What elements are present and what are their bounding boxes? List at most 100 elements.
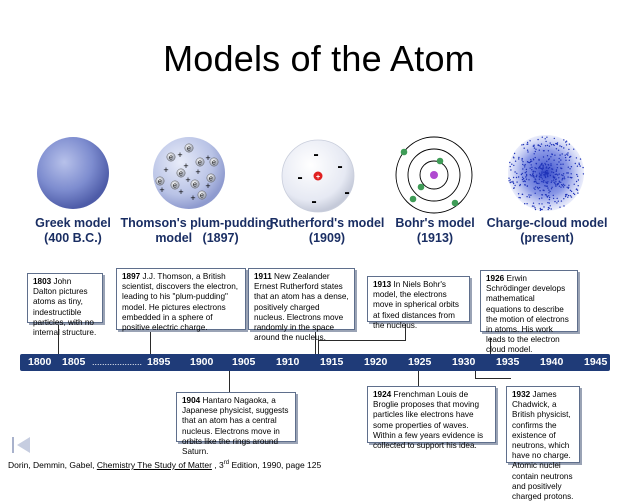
cloud-dot bbox=[539, 209, 542, 211]
cloud-dot bbox=[552, 197, 555, 200]
cloud-dot bbox=[542, 165, 544, 167]
cloud-dot bbox=[526, 149, 529, 151]
cloud-dot bbox=[548, 195, 550, 197]
cloud-dot bbox=[532, 172, 534, 174]
cloud-dot bbox=[553, 181, 555, 183]
greek-model-name: Greek model bbox=[35, 216, 111, 230]
cloud-dot bbox=[562, 183, 565, 185]
cloud-dot bbox=[561, 177, 564, 180]
rutherford-model-date: (1909) bbox=[308, 231, 346, 245]
cloud-dot bbox=[522, 168, 524, 170]
note-1803: 1803 John Dalton pictures atoms as tiny,… bbox=[27, 273, 103, 337]
cloud-dot bbox=[545, 166, 548, 168]
cloud-dot bbox=[556, 183, 559, 185]
cloud-dot bbox=[552, 194, 554, 197]
thomson-electron bbox=[206, 173, 216, 183]
cloud-dot bbox=[524, 203, 526, 205]
cloud-dot bbox=[521, 172, 523, 175]
thomson-model-label: Thomson's plum-pudding model (1897) bbox=[117, 216, 277, 246]
cloud-dot bbox=[541, 169, 544, 171]
cloud-dot bbox=[528, 196, 531, 198]
cloud-dot bbox=[545, 181, 547, 183]
timeline-tick: .................... bbox=[92, 357, 143, 367]
cloud-dot bbox=[549, 174, 552, 177]
thomson-electron-label: e bbox=[212, 160, 216, 167]
thomson-electron bbox=[190, 179, 200, 189]
note-1897-text: J.J. Thomson, a British scientist, disco… bbox=[122, 272, 239, 333]
cloud-dot bbox=[514, 184, 516, 187]
cloud-dot bbox=[518, 156, 520, 159]
cloud-dot bbox=[512, 176, 515, 179]
cloud-dot bbox=[557, 200, 559, 202]
cloud-dot bbox=[579, 165, 581, 167]
cloud-dot bbox=[558, 177, 560, 179]
citation-footer: Dorin, Demmin, Gabel, Chemistry The Stud… bbox=[8, 460, 321, 470]
thomson-electron-label: e bbox=[200, 193, 204, 200]
cloud-dot bbox=[529, 167, 531, 169]
cloud-dot bbox=[537, 138, 539, 141]
note-1932-text: James Chadwick, a British physicist, con… bbox=[512, 390, 574, 502]
cloud-dot bbox=[526, 143, 528, 145]
cloud-dot bbox=[568, 148, 570, 151]
cloud-dot bbox=[519, 197, 521, 199]
cloud-dot bbox=[541, 197, 543, 199]
cloud-dot bbox=[547, 164, 550, 166]
cloud-dot bbox=[543, 171, 545, 173]
cloud-dot bbox=[575, 180, 578, 183]
cloud-dot bbox=[550, 188, 553, 190]
rutherford-model-label: Rutherford's model (1909) bbox=[262, 216, 392, 246]
note-1803-year: 1803 bbox=[33, 277, 52, 286]
thomson-positive-charge: + bbox=[183, 161, 188, 171]
cloud-dot bbox=[541, 162, 543, 165]
citation-edition-sup: rd bbox=[223, 460, 230, 467]
cloud-dot bbox=[538, 149, 540, 151]
cloud-dot bbox=[547, 202, 549, 204]
cloud-dot bbox=[533, 187, 535, 189]
cloud-dot bbox=[522, 161, 524, 163]
note-1904-text: Hantaro Nagaoka, a Japanese physicist, s… bbox=[182, 396, 289, 457]
cloud-dot bbox=[511, 163, 513, 165]
cloud-dot bbox=[554, 176, 556, 178]
cloud-dot bbox=[565, 144, 568, 146]
cloud-dot bbox=[524, 164, 527, 166]
cloud-dot bbox=[557, 174, 559, 176]
cloud-dot bbox=[538, 186, 541, 189]
cloud-model-label: Charge-cloud model (present) bbox=[486, 216, 608, 246]
cloud-dot bbox=[551, 153, 553, 155]
cloud-dot bbox=[528, 194, 530, 196]
cloud-dot bbox=[546, 173, 548, 175]
cloud-dot bbox=[543, 150, 545, 152]
cloud-dot bbox=[561, 153, 563, 155]
thomson-electron-label: e bbox=[198, 160, 202, 167]
cloud-dot bbox=[570, 190, 573, 193]
bohr-model bbox=[395, 136, 473, 214]
cloud-dot bbox=[528, 179, 530, 181]
cloud-dot bbox=[553, 137, 555, 140]
cloud-dot bbox=[539, 167, 541, 169]
cloud-dot bbox=[563, 205, 565, 207]
timeline-bar bbox=[20, 354, 610, 371]
cloud-dot bbox=[570, 155, 572, 158]
cloud-dot bbox=[543, 179, 545, 182]
cloud-dot bbox=[560, 163, 562, 165]
cloud-dot bbox=[514, 160, 517, 162]
cloud-dot bbox=[538, 178, 541, 180]
cloud-dot bbox=[560, 186, 562, 188]
cloud-dot bbox=[515, 176, 518, 179]
cloud-dot bbox=[554, 200, 556, 203]
cloud-dot bbox=[576, 173, 578, 176]
cloud-dot bbox=[534, 171, 536, 173]
previous-slide-icon[interactable] bbox=[12, 436, 32, 454]
cloud-dot bbox=[558, 161, 560, 163]
cloud-dot bbox=[569, 189, 572, 192]
cloud-dot bbox=[555, 184, 557, 186]
cloud-dot bbox=[526, 203, 528, 205]
cloud-dot bbox=[546, 144, 549, 147]
cloud-dot bbox=[549, 190, 551, 193]
thomson-electron-label: e bbox=[173, 183, 177, 190]
cloud-dot bbox=[566, 193, 568, 196]
cloud-dot bbox=[577, 179, 580, 181]
note-1913-text: In Niels Bohr's model, the electrons mov… bbox=[373, 280, 460, 330]
timeline-tick: 1895 bbox=[147, 356, 171, 368]
